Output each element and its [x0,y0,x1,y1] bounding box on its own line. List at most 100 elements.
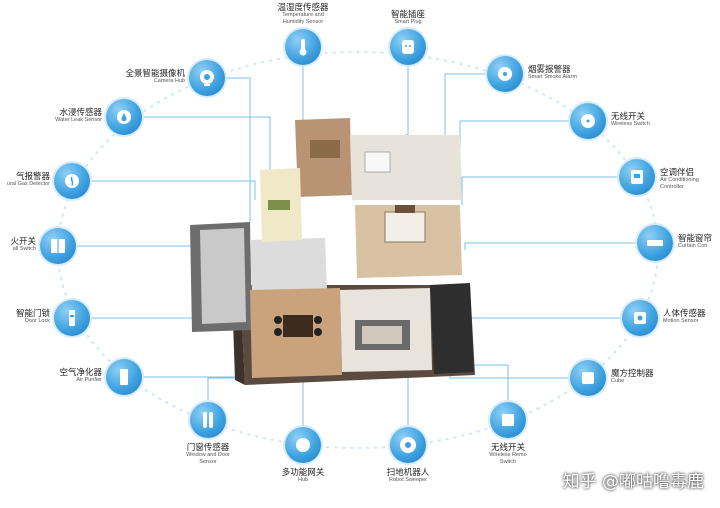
label-en: Smart Smoke Alarm [528,74,577,80]
label-en: Door Lock [24,318,50,324]
apartment-walls [190,118,475,385]
watermark: 知乎 @嘟咕噜毒鹿 [562,472,704,492]
label-cn: 门窗传感器 [186,442,230,452]
motion-icon [622,300,658,336]
label-en: ural Gas Detector [6,181,50,187]
robot-icon [390,427,426,463]
label-en: Motion Sensor [663,318,699,324]
label-en: Temperature and [282,12,324,18]
label-cn: 魔方控制器 [611,368,654,378]
plug-icon [390,29,426,65]
label-en: Controller [660,184,684,190]
smoke-alarm-connector [444,73,505,145]
label-en: Hub [297,477,309,483]
curtain-controller-connector [464,242,655,250]
doorsensor-icon [190,402,226,438]
water-leak-sensor-connector [124,116,271,175]
purifier-icon [106,359,142,395]
label-en: Air Purifier [76,377,102,383]
label-cn: 智能门锁 [15,308,50,318]
label-en: Water Leak Sensor [55,117,102,123]
lock-icon [54,300,90,336]
label-cn: 智能插座 [390,9,426,19]
label-en: Robot Sweeper [389,477,427,483]
gas-icon [54,163,90,199]
label-en: Cube [611,378,625,384]
label-en: Switch [499,459,517,465]
furniture [268,140,426,350]
label-en: Camera Hub [153,78,185,84]
drop-icon [106,99,142,135]
ac-controller-connector [461,176,637,205]
label-cn: 无线开关 [490,442,526,452]
label-cn: 无线开关 [611,111,646,121]
label-cn: 扫地机器人 [386,467,430,477]
label-cn: 气报警器 [15,171,50,181]
square-icon [490,402,526,438]
label-en: Smart Plug [394,19,422,25]
label-cn: 烟雾报警器 [528,64,571,74]
gas-detector-connector [72,180,256,200]
label-cn: 多功能网关 [281,467,325,477]
label-en: Wireless Switch [611,121,650,127]
label-cn: 智能窗帘 [678,233,713,243]
curtain-icon [637,225,673,261]
button-icon [570,103,606,139]
label-en: all Switch [12,246,36,252]
thermometer-icon [285,29,321,65]
label-en: Air Conditioning [660,177,699,183]
label-cn: 温湿度传感器 [277,2,329,12]
label-en: Curtain Con [678,243,708,249]
label-en: Humidity Sensor [282,19,324,25]
label-cn: 人体传感器 [663,308,706,318]
cube-icon [570,360,606,396]
smoke-icon [487,56,523,92]
camera-icon [189,60,225,96]
label-en: Sensor [199,459,217,465]
label-cn: 空调伴侣 [660,167,695,177]
label-en: Window and Door [186,452,230,458]
label-cn: 全景智能摄像机 [125,68,185,78]
label-cn: 空气净化器 [59,367,102,377]
label-cn: 火开关 [10,236,36,246]
label-en: Wireless Remo [489,452,527,458]
wallswitch-icon [40,228,76,264]
label-cn: 水浸传感器 [59,107,102,117]
